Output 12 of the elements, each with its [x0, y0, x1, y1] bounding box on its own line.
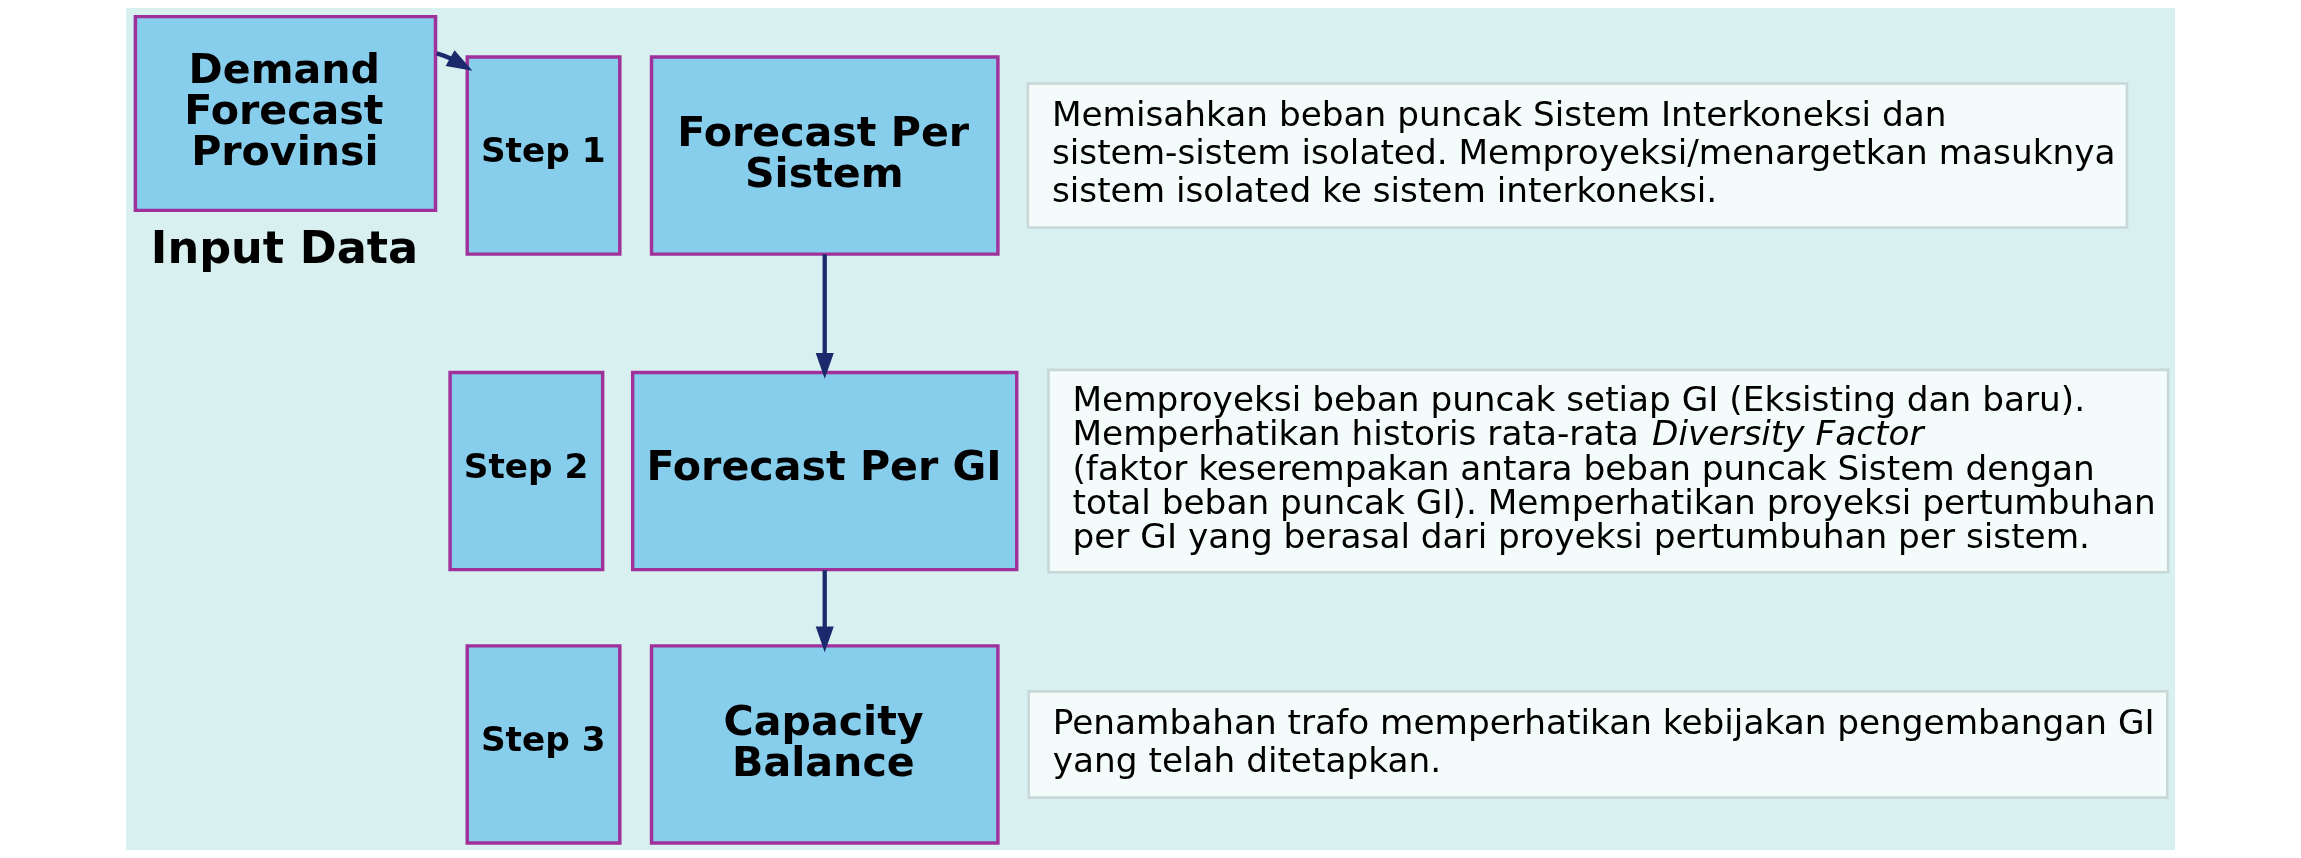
node-box: Step 3: [465, 644, 622, 845]
node-box: Capacity Balance: [649, 644, 1000, 845]
node-label: Input Data: [150, 222, 419, 275]
node-box: Penambahan trafo memperhatikan kebijakan pengembangan GI yang telah ditetapkan.: [1027, 690, 2169, 799]
arrow: [815, 570, 834, 653]
node-box: Forecast Per Sistem: [649, 55, 1000, 256]
node-box: Memproyeksi beban puncak setiap GI (Eksisting dan baru). Memperhatikan historis rata-rata Diversity Factor (faktor keserempakan antara beban puncak Sistem dengan total beban puncak GI). Memperhatikan proyeksi pertumbuhan per GI yang berasal dari proyeksi pertumbuhan per sistem.: [1047, 368, 2170, 574]
node-box: Forecast Per GI: [630, 370, 1019, 572]
arrow: [815, 254, 834, 379]
node-box: Step 1: [465, 55, 622, 256]
node-box: Step 2: [448, 370, 605, 572]
node-box: Memisahkan beban puncak Sistem Interkoneksi dan sistem-sistem isolated. Memproyeksi/menargetkan masuknya sistem isolated ke sistem interkoneksi.: [1026, 82, 2129, 229]
